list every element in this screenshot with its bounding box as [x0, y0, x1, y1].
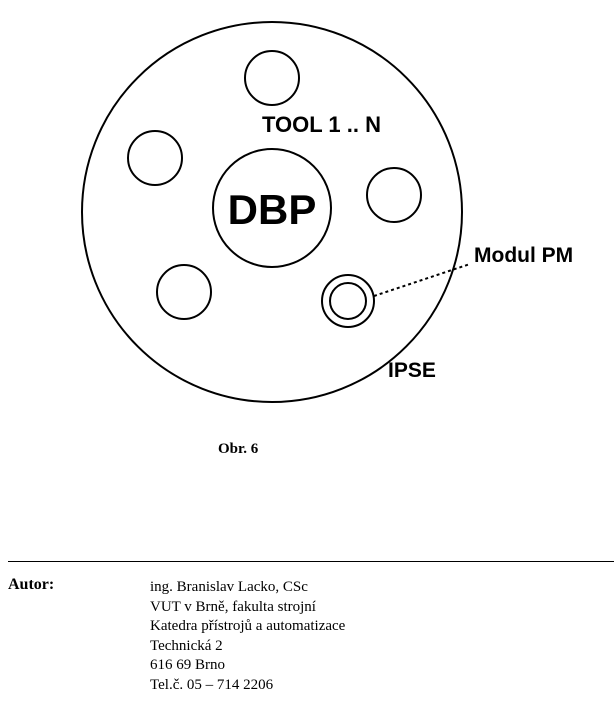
author-line: Technická 2	[150, 637, 223, 654]
modul-pm-outer-circle	[321, 274, 375, 328]
outer-label: IPSE	[388, 359, 436, 382]
author-line: ing. Branislav Lacko, CSc	[150, 579, 308, 595]
tools-label: TOOL 1 .. N	[262, 112, 381, 137]
author-line: Tel.č. 05 – 714 2206	[150, 676, 274, 693]
author-line: Katedra přístrojů a automatizace	[150, 618, 346, 635]
author-line: 616 69 Brno	[150, 657, 225, 674]
modul-pm-inner-circle	[329, 282, 367, 320]
dbp-center-circle	[212, 148, 332, 268]
tool-circle-left	[127, 130, 183, 186]
author-key: Autor:	[8, 576, 55, 593]
tool-circle-top	[244, 50, 300, 106]
center-label: DBP	[228, 186, 317, 233]
ipse-outer-circle	[81, 21, 463, 403]
author-line: VUT v Brně, fakulta strojní	[150, 598, 316, 615]
tool-circle-bottom-left	[156, 264, 212, 320]
module-label: Modul PM	[474, 244, 573, 267]
author-block: ing. Branislav Lacko, CSc VUT v Brně, fa…	[150, 578, 345, 696]
figure-caption: Obr. 6	[218, 441, 259, 457]
modul-pm-pointer	[373, 263, 471, 297]
ipse-diagram: DBP TOOL 1 .. N Modul PM IPSE	[81, 21, 573, 403]
tool-circle-right	[366, 167, 422, 223]
divider	[8, 561, 614, 562]
